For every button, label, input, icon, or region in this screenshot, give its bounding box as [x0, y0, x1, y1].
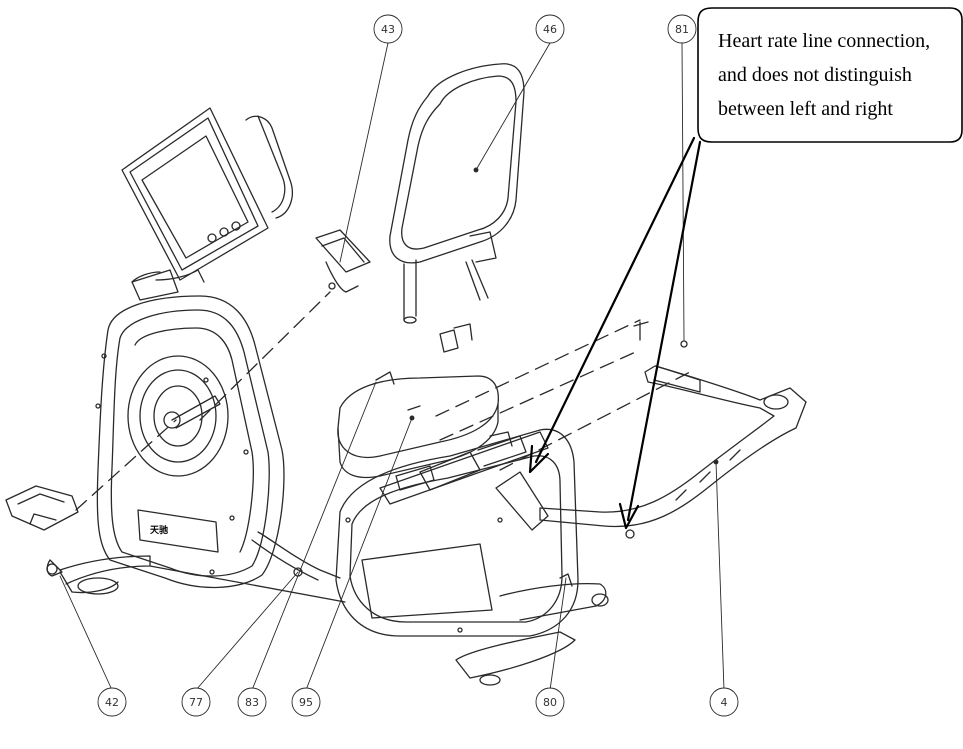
- part-label-42: 42: [105, 696, 119, 709]
- callout-line-2: and does not distinguish: [718, 64, 912, 86]
- callout-box: [697, 7, 963, 143]
- front-housing: 天驰: [95, 295, 285, 589]
- base-frame: [46, 531, 609, 686]
- leader-lines: [59, 42, 725, 691]
- left-pedal: [5, 485, 79, 531]
- hardware: [293, 321, 688, 587]
- callout-line-3: between left and right: [718, 98, 893, 120]
- part-label-4: 4: [721, 696, 728, 709]
- arrowhead-left-grip: [528, 444, 550, 474]
- part-label-80: 80: [543, 696, 557, 709]
- part-label-46: 46: [543, 23, 557, 36]
- seat-back: [389, 63, 525, 324]
- part-label-81: 81: [675, 23, 689, 36]
- callout-note: Heart rate line connection, and does not…: [718, 24, 958, 126]
- assembly-lines: [75, 291, 691, 511]
- console-display: [121, 107, 293, 301]
- side-handlebar: [495, 365, 807, 539]
- part-label-43: 43: [381, 23, 395, 36]
- part-balloons: [97, 14, 739, 717]
- arrow-to-left-grip: [534, 136, 696, 464]
- brand-mark: 天驰: [150, 524, 168, 536]
- arrow-to-right-grip: [626, 140, 702, 522]
- arrowhead-right-grip: [618, 502, 640, 530]
- rear-housing: [335, 428, 579, 637]
- callout-arrows: [528, 136, 702, 530]
- part-label-83: 83: [245, 696, 259, 709]
- seat-rail: [379, 431, 549, 505]
- part-label-95: 95: [299, 696, 313, 709]
- callout-line-1: Heart rate line connection,: [718, 30, 931, 52]
- part-label-77: 77: [189, 696, 203, 709]
- right-pedal: [315, 229, 371, 293]
